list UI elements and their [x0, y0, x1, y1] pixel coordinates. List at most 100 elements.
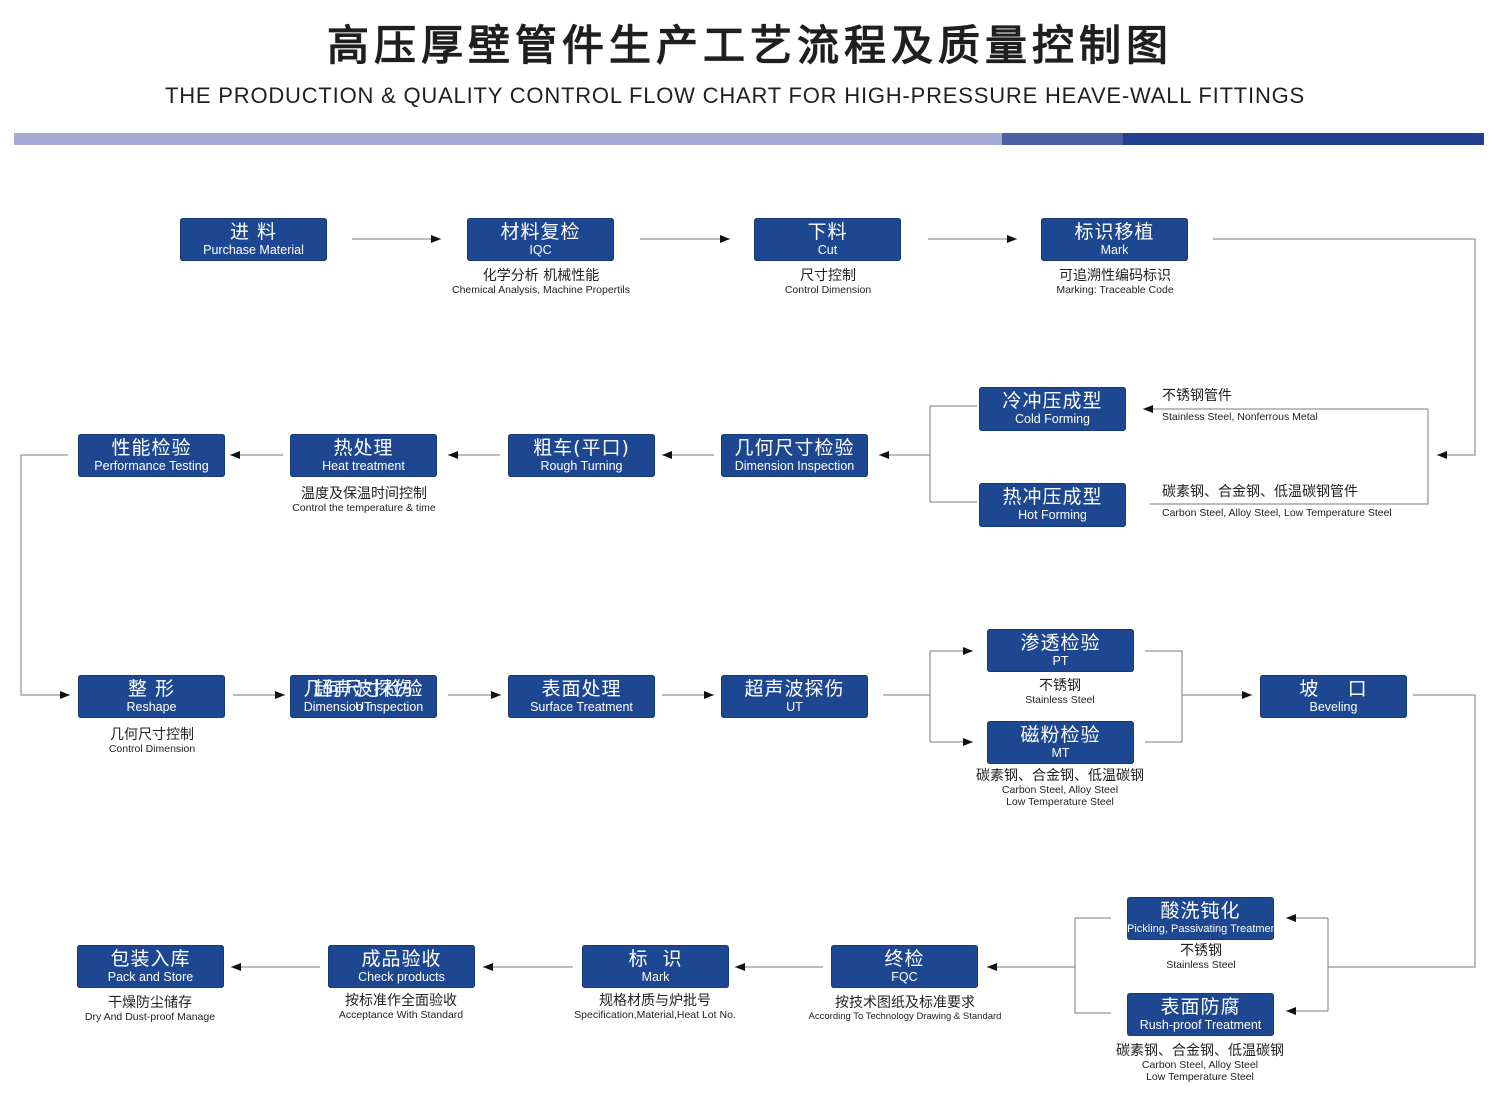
step-label-cn: 整 形: [127, 678, 176, 700]
note-cn: 不锈钢: [1039, 678, 1081, 694]
step-dimension-inspection: 几何尺寸检验 Dimension Inspection: [721, 434, 868, 477]
arrow-perf-to-reshape: [20, 454, 70, 699]
step-label-en: Rough Turning: [540, 459, 623, 473]
step-label-cn: 成品验收: [361, 948, 442, 970]
step-mark-2: 标 识 Mark: [582, 945, 729, 988]
step-label-en: IQC: [529, 243, 552, 257]
step-label-en-overlay: UT: [355, 700, 372, 714]
step-label-cn: 几何尺寸检验: [734, 437, 855, 459]
ndt-merge: [1145, 650, 1183, 743]
note-cn: 碳素钢、合金钢、低温碳钢: [976, 768, 1144, 784]
note-magnetic-testing: 碳素钢、合金钢、低温碳钢 Carbon Steel, Alloy Steel L…: [955, 768, 1165, 808]
step-label-en: MT: [1051, 746, 1070, 760]
note-cn: 几何尺寸控制: [110, 727, 194, 743]
step-label-en: Dimension Inspection: [734, 459, 855, 473]
step-surface-treatment: 表面处理 Surface Treatment: [508, 675, 655, 718]
step-label-cn: 材料复检: [500, 221, 581, 243]
note-cn: 按标准作全面验收: [345, 993, 457, 1009]
step-label-cn: 渗透检验: [1020, 632, 1101, 654]
step-label-cn: 粗车(平口): [533, 437, 630, 459]
note-en: Carbon Steel, Alloy Steel: [1001, 784, 1119, 796]
step-label-en: Pack and Store: [107, 970, 194, 984]
step-label-en: Pickling, Passivating Treatment: [1127, 923, 1274, 935]
step-label-en: Beveling: [1309, 700, 1358, 714]
step-performance-testing: 性能检验 Performance Testing: [78, 434, 225, 477]
step-label-en: Hot Forming: [1018, 508, 1087, 522]
note-cn: 干燥防尘储存: [108, 995, 192, 1011]
note-cold-forming: 不锈钢管件 Stainless Steel, Nonferrous Metal: [1162, 387, 1318, 423]
step-label-en: Rush-proof Treatment: [1139, 1018, 1262, 1032]
note-cn: 规格材质与炉批号: [599, 993, 711, 1009]
note-en: Stainless Steel, Nonferrous Metal: [1162, 411, 1318, 423]
note-cn: 温度及保温时间控制: [301, 486, 427, 502]
step-label-cn-overlay: 超声波探伤: [313, 678, 414, 700]
step-cut: 下料 Cut: [754, 218, 901, 261]
step-penetrant-testing: 渗透检验 PT: [987, 629, 1134, 672]
step-label-cn: 包装入库: [110, 948, 191, 970]
note-cn: 可追溯性编码标识: [1059, 268, 1171, 284]
note-en: Stainless Steel: [1166, 959, 1236, 971]
header-stripe-mid: [1002, 133, 1123, 145]
step-fqc: 终检 FQC: [831, 945, 978, 988]
step-dimension-inspection-2: 几何尺寸检验 超声波探伤 Dimension Inspection UT: [290, 675, 437, 718]
step-cold-forming: 冷冲压成型 Cold Forming: [979, 387, 1126, 431]
note-en: Dry And Dust-proof Manage: [84, 1011, 216, 1023]
header-stripe-light: [14, 133, 1002, 145]
step-label-cn: 标 识: [628, 948, 683, 970]
step-label-en: PT: [1052, 654, 1069, 668]
note-rust-proof: 碳素钢、合金钢、低温碳钢 Carbon Steel, Alloy Steel L…: [1095, 1043, 1305, 1083]
step-pickling-passivating: 酸洗钝化 Pickling, Passivating Treatment: [1127, 897, 1274, 940]
step-magnetic-testing: 磁粉检验 MT: [987, 721, 1134, 764]
note-cn: 不锈钢: [1180, 943, 1222, 959]
note-iqc: 化学分析 机械性能 Chemical Analysis, Machine Pro…: [421, 268, 661, 296]
arrow-mark-to-forming: [1213, 238, 1476, 459]
step-label-en: Dimension Inspection: [303, 700, 424, 714]
note-cut: 尺寸控制 Control Dimension: [748, 268, 908, 296]
step-label-en: Cold Forming: [1014, 412, 1091, 426]
step-iqc: 材料复检 IQC: [467, 218, 614, 261]
note-en: Stainless Steel: [1025, 694, 1095, 706]
step-label-cn: 进 料: [229, 221, 278, 243]
note-mark: 可追溯性编码标识 Marking: Traceable Code: [1020, 268, 1210, 296]
forming-split-right: [1150, 409, 1429, 505]
note-hot-forming: 碳素钢、合金钢、低温碳钢管件 Carbon Steel, Alloy Steel…: [1162, 483, 1392, 519]
note-en: Acceptance With Standard: [338, 1009, 464, 1021]
step-rough-turning: 粗车(平口) Rough Turning: [508, 434, 655, 477]
step-label-en: Check products: [358, 970, 445, 984]
surface-merge: [1074, 917, 1111, 1014]
note-en: Control Dimension: [108, 743, 196, 755]
step-label-cn: 磁粉检验: [1020, 724, 1101, 746]
note-pickling: 不锈钢 Stainless Steel: [1131, 943, 1271, 971]
step-label-cn: 标识移植: [1074, 221, 1155, 243]
note-pack-and-store: 干燥防尘储存 Dry And Dust-proof Manage: [70, 995, 230, 1023]
note-en-2: Low Temperature Steel: [1006, 796, 1114, 808]
step-purchase-material: 进 料 Purchase Material: [180, 218, 327, 261]
step-label-cn: 热冲压成型: [1002, 486, 1103, 508]
step-label-en: UT: [786, 700, 803, 714]
step-label-cn: 坡 口: [1299, 678, 1368, 700]
step-label-cn: 冷冲压成型: [1002, 390, 1103, 412]
step-ultrasonic-testing: 超声波探伤 UT: [721, 675, 868, 718]
title-chinese: 高压厚壁管件生产工艺流程及质量控制图: [326, 21, 1173, 70]
step-label-en: Mark: [1100, 243, 1129, 257]
note-fqc: 按技术图纸及标准要求 According To Technology Drawi…: [800, 995, 1010, 1023]
note-cn: 按技术图纸及标准要求: [835, 995, 975, 1011]
step-hot-forming: 热冲压成型 Hot Forming: [979, 483, 1126, 527]
note-en: According To Technology Drawing & Standa…: [808, 1011, 1002, 1022]
step-label-en: FQC: [891, 970, 918, 984]
note-en: Specification,Material,Heat Lot No.: [574, 1009, 736, 1021]
step-label-en: Heat treatment: [322, 459, 405, 473]
step-label-cn: 几何尺寸检验: [303, 678, 424, 700]
header-stripe-dark: [1123, 133, 1484, 145]
title-english: THE PRODUCTION & QUALITY CONTROL FLOW CH…: [164, 83, 1306, 108]
step-mark: 标识移植 Mark: [1041, 218, 1188, 261]
step-label-cn: 酸洗钝化: [1160, 900, 1241, 922]
note-heat-treatment: 温度及保温时间控制 Control the temperature & time: [264, 486, 464, 514]
step-label-en: Surface Treatment: [530, 700, 633, 714]
note-cn: 碳素钢、合金钢、低温碳钢管件: [1162, 484, 1358, 500]
step-label-cn: 热处理: [333, 437, 394, 459]
note-penetrant-testing: 不锈钢 Stainless Steel: [990, 678, 1130, 706]
step-label-cn: 终检: [884, 948, 925, 970]
step-label-cn: 性能检验: [111, 437, 192, 459]
